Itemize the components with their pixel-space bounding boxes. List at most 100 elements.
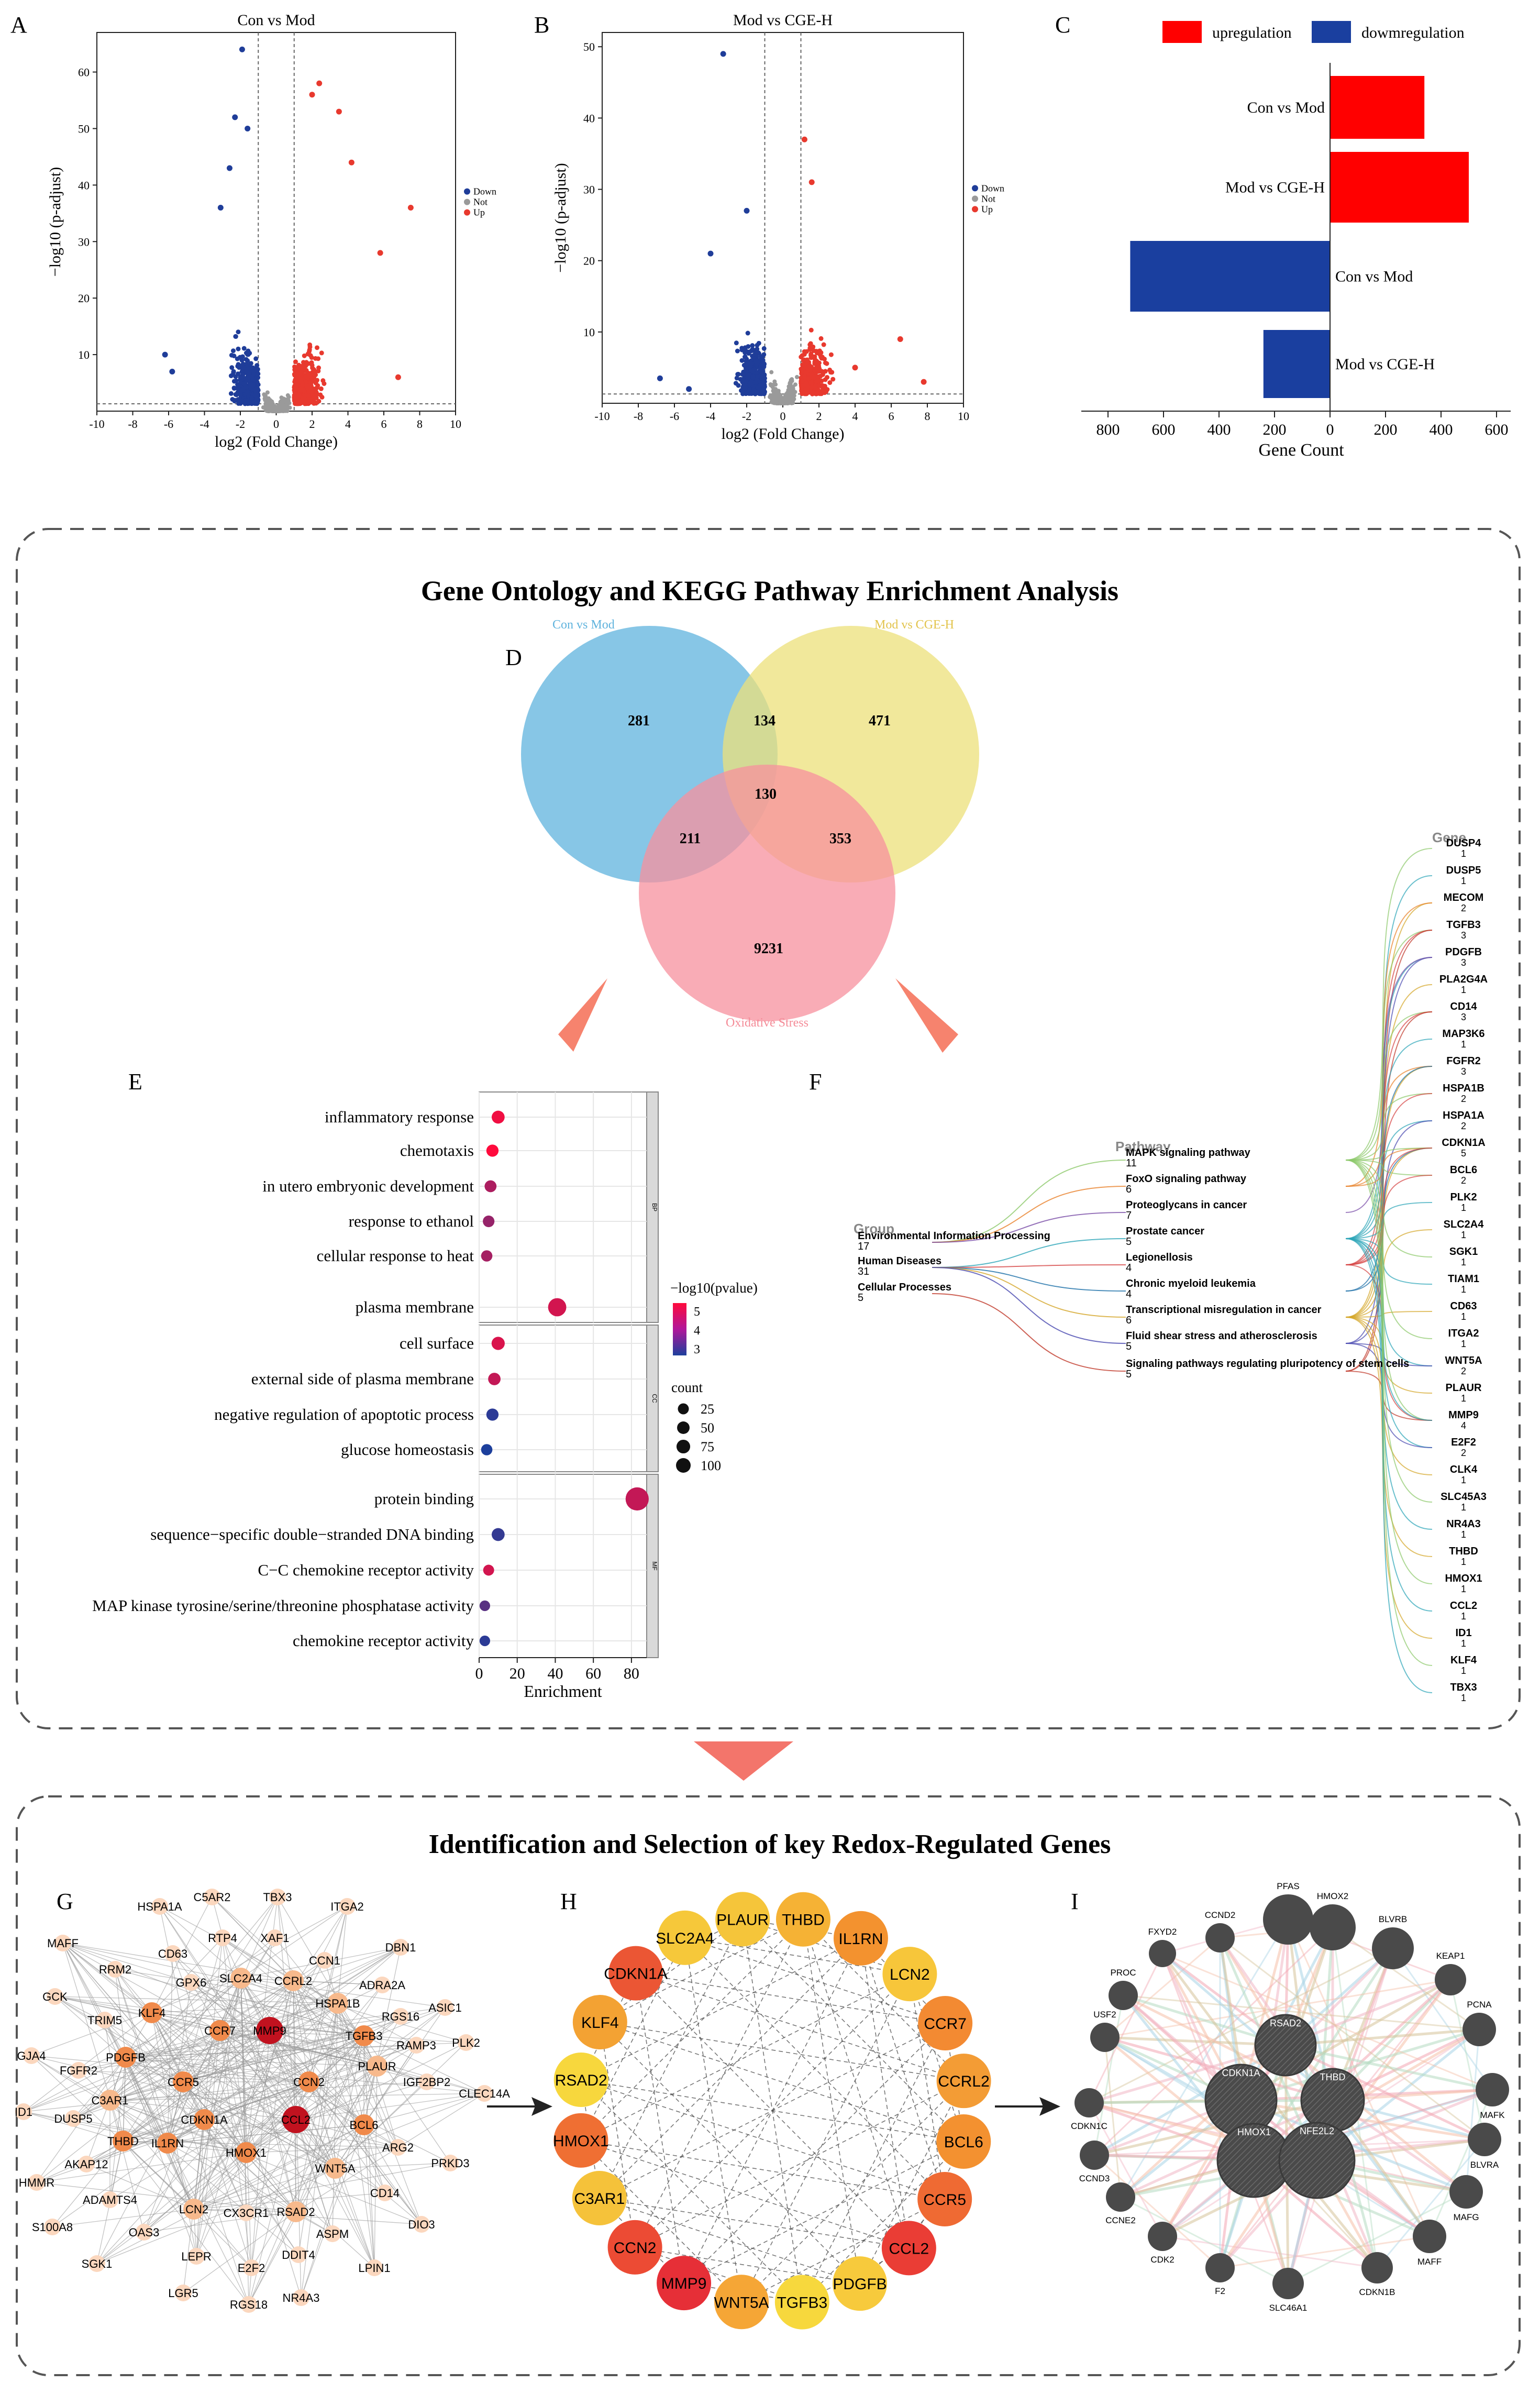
venn-count-con-mod: 134 bbox=[754, 713, 775, 729]
y-tick-label: 40 bbox=[583, 112, 595, 125]
sankey-link-group-pathway bbox=[932, 1293, 1126, 1372]
sankey-gene-count-hspa1b: 2 bbox=[1461, 1094, 1466, 1104]
y-tick-label: 50 bbox=[78, 122, 90, 135]
color-legend-title: −log10(pvalue) bbox=[670, 1280, 758, 1296]
down-point bbox=[720, 51, 726, 57]
down-point bbox=[256, 371, 261, 377]
not-point bbox=[775, 390, 780, 395]
not-point bbox=[787, 388, 792, 392]
up-point bbox=[799, 378, 804, 383]
sankey-gene-label-slc45a3: SLC45A3 bbox=[1441, 1491, 1487, 1503]
genemania-node-fxyd2 bbox=[1149, 1940, 1176, 1967]
sankey-link-pathway-gene bbox=[1345, 1175, 1433, 1265]
bubble-in-utero-embryonic-development bbox=[484, 1180, 497, 1193]
x-tick-label: -6 bbox=[164, 417, 173, 431]
genemania-node-mafk bbox=[1476, 2073, 1509, 2106]
up-point bbox=[293, 359, 298, 365]
hub-node-label-ccl2: CCL2 bbox=[889, 2240, 929, 2257]
sankey-gene-label-tgfb3: TGFB3 bbox=[1446, 919, 1481, 931]
genemania-node-label-blvra: BLVRA bbox=[1470, 2160, 1499, 2170]
network-node-label-prkd3: PRKD3 bbox=[431, 2157, 469, 2170]
sankey-gene-count-thbd: 1 bbox=[1461, 1557, 1466, 1567]
venn-set-label-mod-vs-cge-h: Mod vs CGE-H bbox=[874, 618, 954, 632]
hub-node-label-slc2a4: SLC2A4 bbox=[656, 1930, 714, 1947]
hub-node-label-ccrl2: CCRL2 bbox=[938, 2073, 989, 2090]
y-tick-label: 30 bbox=[583, 183, 595, 196]
x-tick-label: -8 bbox=[634, 410, 643, 423]
up-point bbox=[808, 352, 814, 358]
hub-node-label-ccr5: CCR5 bbox=[923, 2191, 966, 2209]
down-point bbox=[247, 371, 252, 376]
down-point bbox=[240, 365, 246, 370]
down-point bbox=[250, 386, 255, 391]
y-axis-label: −log10 (p-adjust) bbox=[552, 163, 569, 272]
sankey-gene-count-e2f2: 2 bbox=[1461, 1448, 1466, 1458]
up-point bbox=[806, 376, 811, 381]
down-point bbox=[249, 395, 254, 401]
network-node-label-rtp4: RTP4 bbox=[208, 1932, 237, 1945]
sankey-pathway-label-transcriptional-misregulation-in-cancer: Transcriptional misregulation in cancer bbox=[1126, 1304, 1322, 1316]
legend-label-not: Not bbox=[473, 197, 488, 207]
down-point bbox=[238, 390, 243, 395]
sankey-gene-label-hspa1a: HSPA1A bbox=[1443, 1110, 1484, 1121]
venn-count-mod-ox: 353 bbox=[829, 831, 851, 847]
up-point bbox=[801, 136, 807, 142]
down-point bbox=[747, 381, 752, 386]
section-title-identification: Identification and Selection of key Redo… bbox=[429, 1829, 1111, 1859]
network-node-label-mmp9: MMP9 bbox=[253, 2024, 286, 2037]
sankey-group-count-environmental-information-processing: 17 bbox=[858, 1241, 869, 1252]
up-point bbox=[808, 380, 814, 385]
network-edge bbox=[363, 2124, 422, 2225]
up-point bbox=[815, 349, 820, 354]
network-node-label-itga2: ITGA2 bbox=[330, 1900, 364, 1913]
size-legend-marker bbox=[676, 1458, 691, 1473]
sankey-gene-count-plk2: 1 bbox=[1461, 1202, 1466, 1213]
network-edge bbox=[52, 2141, 124, 2227]
sankey-gene-label-bcl6: BCL6 bbox=[1450, 1164, 1477, 1176]
hub-node-label-thbd: THBD bbox=[782, 1912, 825, 1929]
network-node-label-ccn1: CCN1 bbox=[309, 1954, 340, 1967]
sankey-pathway-count-signaling-pathways-regulating-pluripotency-of-stem-cells: 5 bbox=[1126, 1369, 1132, 1380]
not-point bbox=[793, 382, 797, 387]
down-point bbox=[246, 352, 251, 357]
not-point bbox=[274, 408, 279, 413]
down-point bbox=[762, 384, 767, 389]
size-legend-marker bbox=[676, 1439, 691, 1454]
x-axis-label: log2 (Fold Change) bbox=[722, 425, 845, 443]
hub-network-edge bbox=[581, 2079, 945, 2200]
sankey-link-pathway-gene bbox=[1345, 1317, 1433, 1394]
genemania-node-label-keap1: KEAP1 bbox=[1436, 1951, 1465, 1961]
x-tick-label: 10 bbox=[958, 410, 969, 423]
panel-letter-g: G bbox=[57, 1889, 73, 1914]
up-point bbox=[830, 377, 836, 382]
sankey-gene-count-pla2g4a: 1 bbox=[1461, 985, 1466, 995]
down-point bbox=[761, 352, 767, 357]
x-tick-label: 4 bbox=[852, 410, 858, 423]
genemania-hub-label-cdkn1a: CDKN1A bbox=[1222, 2068, 1260, 2078]
down-point bbox=[253, 393, 258, 398]
network-node-label-e2f2: E2F2 bbox=[238, 2261, 265, 2275]
color-legend-tick: 3 bbox=[694, 1343, 700, 1356]
down-point bbox=[232, 398, 238, 403]
sankey-gene-label-plk2: PLK2 bbox=[1450, 1192, 1477, 1203]
x-tick-label: -4 bbox=[706, 410, 715, 423]
size-legend-marker bbox=[678, 1403, 689, 1415]
sankey-gene-count-hspa1a: 2 bbox=[1461, 1121, 1466, 1131]
down-point bbox=[234, 392, 239, 398]
sankey-gene-count-bcl6: 2 bbox=[1461, 1175, 1466, 1186]
sankey-pathway-label-foxo-signaling-pathway: FoxO signaling pathway bbox=[1126, 1173, 1247, 1185]
sankey-link-pathway-gene bbox=[1345, 1066, 1433, 1318]
sankey-gene-count-map3k6: 1 bbox=[1461, 1039, 1466, 1050]
sankey-pathway-count-legionellosis: 4 bbox=[1126, 1262, 1132, 1274]
x-tick-label: 0 bbox=[475, 1665, 483, 1682]
genemania-node-mafg bbox=[1449, 2175, 1483, 2209]
down-point bbox=[744, 207, 750, 214]
up-point bbox=[818, 336, 824, 341]
network-node-label-gja4: GJA4 bbox=[17, 2049, 46, 2062]
sankey-gene-label-dusp4: DUSP4 bbox=[1446, 837, 1482, 849]
not-point bbox=[771, 388, 776, 392]
hub-node-label-klf4: KLF4 bbox=[581, 2014, 619, 2032]
down-point bbox=[236, 346, 241, 351]
venn-set-label-con-vs-mod: Con vs Mod bbox=[552, 618, 615, 632]
